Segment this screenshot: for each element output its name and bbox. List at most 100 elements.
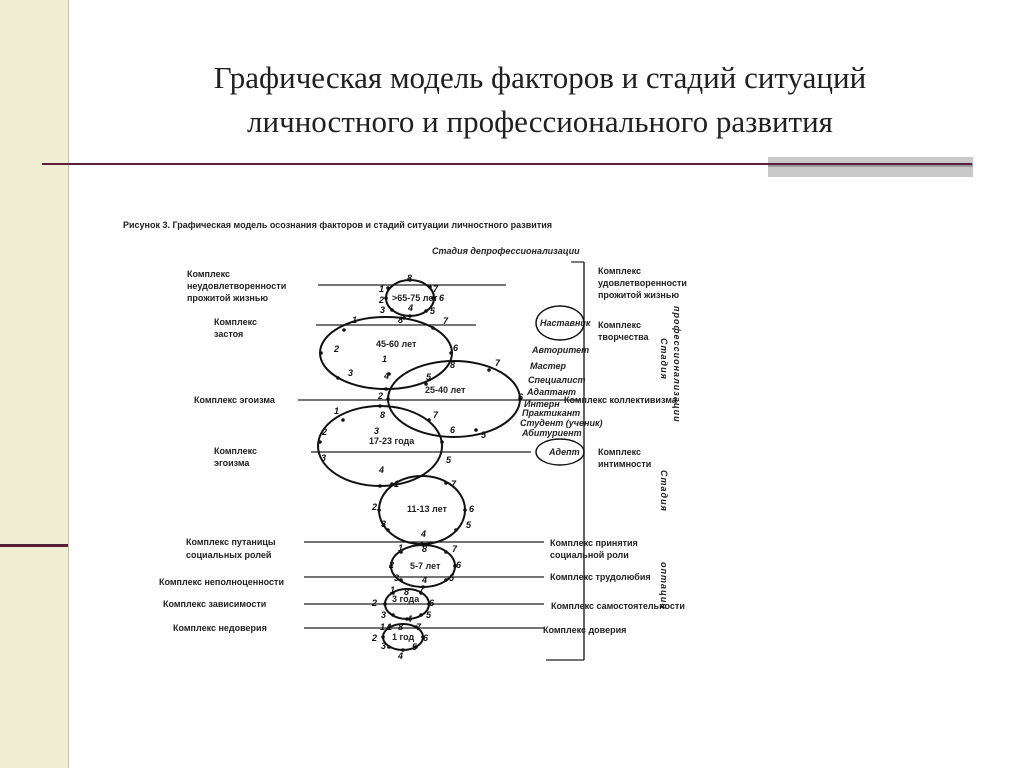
point-number: 1 bbox=[334, 406, 339, 416]
right-complex-4-line-2: интимности bbox=[598, 459, 651, 469]
right-complex-1-line-2: удовлетворенности bbox=[598, 278, 687, 288]
slide-title: Графическая модель факторов и стадий сит… bbox=[90, 56, 990, 144]
left-complex-1-line-3: прожитой жизнью bbox=[187, 293, 268, 303]
point-number: 6 bbox=[469, 504, 475, 514]
right-complex-1-line-3: прожитой жизнью bbox=[598, 290, 679, 300]
point-number: 5 bbox=[446, 455, 452, 465]
role-label: Специалист bbox=[528, 375, 586, 385]
point-number: 7 bbox=[495, 358, 501, 368]
side-panel bbox=[0, 0, 68, 768]
point-number: 5 bbox=[449, 573, 455, 583]
point-dot bbox=[424, 309, 428, 313]
left-complex-5-line-2: социальных ролей bbox=[186, 550, 271, 560]
point-number: 7 bbox=[452, 544, 458, 554]
point-number: 1 bbox=[380, 622, 385, 632]
point-dot bbox=[408, 314, 412, 318]
stage-deprofessionalization: Стадия депрофессионализации bbox=[432, 246, 580, 256]
point-number: 8 bbox=[407, 273, 412, 283]
point-number: 8 bbox=[450, 360, 455, 370]
point-number: 4 bbox=[407, 303, 413, 313]
point-dot bbox=[453, 564, 457, 568]
point-dot bbox=[428, 285, 432, 289]
point-number: 3 bbox=[381, 610, 386, 620]
point-dot bbox=[384, 387, 388, 391]
age-label: 17-23 года bbox=[369, 436, 415, 446]
point-dot bbox=[386, 397, 390, 401]
left-complex-6: Комплекс неполноценности bbox=[159, 577, 284, 587]
point-number: 7 bbox=[443, 316, 449, 326]
point-number: 7 bbox=[451, 479, 457, 489]
point-dot bbox=[454, 528, 458, 532]
point-dot bbox=[318, 440, 322, 444]
point-dot bbox=[378, 404, 382, 408]
role-label: Практикант bbox=[522, 408, 580, 418]
point-dot bbox=[424, 382, 428, 386]
right-complex-5-line-2: социальной роли bbox=[550, 550, 629, 560]
role-label: Мастер bbox=[530, 361, 567, 371]
point-number: 8 bbox=[422, 544, 427, 554]
right-complex-4-line-1: Комплекс bbox=[598, 447, 641, 457]
point-dot bbox=[449, 351, 453, 355]
right-complex-6: Комплекс трудолюбия bbox=[550, 572, 651, 582]
point-dot bbox=[387, 372, 391, 376]
point-number: 3 bbox=[381, 641, 386, 651]
age-label: 1 год bbox=[392, 632, 415, 642]
right-complex-7: Комплекс самостоятельности bbox=[551, 601, 685, 611]
point-dot bbox=[444, 550, 448, 554]
role-label: Адепт bbox=[548, 447, 580, 457]
role-label: Адаптант bbox=[526, 387, 576, 397]
left-complex-4-line-2: эгоизма bbox=[214, 458, 250, 468]
vertical-stage-professionalization: профессионализации bbox=[672, 306, 682, 423]
development-diagram: Рисунок 3. Графическая модель осознания … bbox=[123, 220, 687, 661]
point-dot bbox=[402, 316, 406, 320]
point-dot bbox=[414, 625, 418, 629]
point-number: 7 bbox=[416, 622, 422, 632]
point-number: 6 bbox=[456, 560, 462, 570]
point-number: 4 bbox=[397, 651, 403, 661]
right-complex-1-line-1: Комплекс bbox=[598, 266, 641, 276]
left-complex-8: Комплекс недоверия bbox=[173, 623, 267, 633]
point-dot bbox=[421, 585, 425, 589]
title-bar bbox=[768, 157, 973, 177]
age-label: >65-75 лет bbox=[392, 293, 438, 303]
vertical-stage-word: Стадия bbox=[659, 338, 669, 380]
right-complex-3: Комплекс коллективизма bbox=[564, 395, 678, 405]
point-number: 2 bbox=[371, 502, 377, 512]
point-dot bbox=[391, 591, 395, 595]
left-complex-2-line-1: Комплекс bbox=[214, 317, 257, 327]
point-dot bbox=[389, 564, 393, 568]
age-label: 3 года bbox=[392, 594, 420, 604]
point-dot bbox=[386, 286, 390, 290]
point-number: 6 bbox=[518, 392, 524, 402]
left-complex-3: Комплекс эгоизма bbox=[194, 395, 276, 405]
point-dot bbox=[419, 591, 423, 595]
point-number: 2 bbox=[371, 598, 377, 608]
point-dot bbox=[319, 351, 323, 355]
point-number: 7 bbox=[419, 585, 425, 595]
age-label: 45-60 лет bbox=[376, 339, 417, 349]
point-dot bbox=[444, 481, 448, 485]
point-dot bbox=[336, 376, 340, 380]
level-lines bbox=[298, 284, 581, 629]
point-number: 1 bbox=[390, 585, 395, 595]
point-number: 5 bbox=[426, 610, 432, 620]
point-number: 2 bbox=[333, 344, 339, 354]
point-number: 1 bbox=[379, 284, 384, 294]
point-number: 3 bbox=[348, 368, 353, 378]
point-dot bbox=[408, 278, 412, 282]
point-dot bbox=[440, 440, 444, 444]
point-dot bbox=[419, 613, 423, 617]
role-ellipse-mentor bbox=[535, 305, 585, 341]
slide-title-line-2: личностного и профессионального развития bbox=[247, 104, 833, 139]
left-complex-4-line-1: Комплекс bbox=[214, 446, 257, 456]
point-number: 4 bbox=[420, 529, 426, 539]
age-label: 25-40 лет bbox=[425, 385, 466, 395]
left-complex-7: Комплекс зависимости bbox=[163, 599, 266, 609]
vertical-stage-optation: оптации bbox=[659, 562, 669, 610]
point-dot bbox=[377, 508, 381, 512]
title-rule bbox=[42, 163, 972, 165]
age-label: 5-7 лет bbox=[410, 561, 441, 571]
point-dot bbox=[427, 418, 431, 422]
left-complex-1-line-2: неудовлетворенности bbox=[187, 281, 286, 291]
side-notch bbox=[0, 544, 68, 547]
